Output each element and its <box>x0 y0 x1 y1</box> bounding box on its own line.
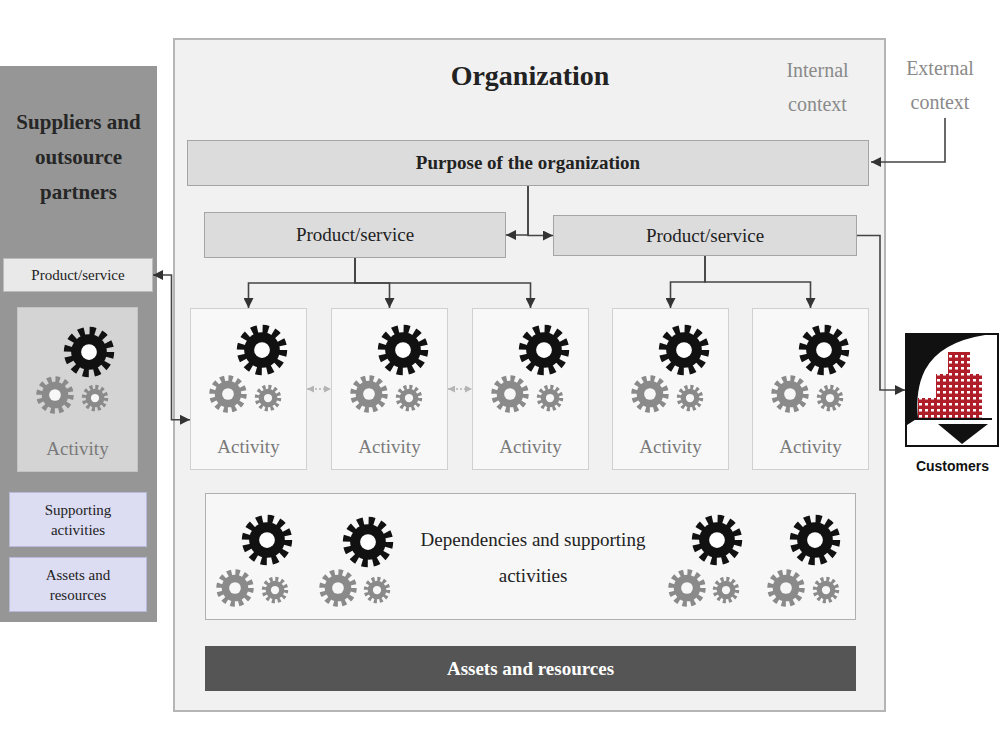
support-box: Supporting activities <box>9 492 147 547</box>
organization-box: Organization Internal contextPurpose of t… <box>173 38 886 712</box>
gear-icon <box>219 572 250 603</box>
product-box: Product/service <box>553 215 857 256</box>
dependency-box: Dependencies and supporting activities <box>205 493 856 620</box>
customer-node: Customers <box>905 333 1000 478</box>
activity-label: Activity <box>473 433 588 461</box>
purpose-label: Purpose of the organization <box>188 141 868 185</box>
gear-icon <box>815 579 837 601</box>
gear-icon <box>671 572 702 603</box>
asset-box: Assets and resources <box>9 557 147 612</box>
icon-frame <box>906 334 998 446</box>
panel-title: Suppliers and outsource partners <box>15 86 142 228</box>
gear-icon <box>84 387 106 409</box>
gear-icon <box>715 579 737 601</box>
partner-panel: Suppliers and outsource partnersProduct/… <box>0 66 157 622</box>
customer-icon <box>906 334 998 446</box>
customer-label: Customers <box>905 455 1000 479</box>
gear-icon <box>523 329 565 371</box>
gear-icon <box>241 329 283 371</box>
activity-box: Activity <box>17 307 138 472</box>
gear-icon <box>68 331 110 373</box>
activity-box: Activity <box>190 308 307 470</box>
asset-label: Assets and resources <box>205 646 856 691</box>
flow-arrow <box>153 275 190 420</box>
building-shape <box>918 398 938 418</box>
gear-icon <box>539 387 561 409</box>
activity-box: Activity <box>612 308 729 470</box>
flow-arrow <box>355 258 390 308</box>
product-box: Product/service <box>3 258 153 292</box>
gear-icon <box>634 378 665 409</box>
product-label: Product/service <box>554 216 856 255</box>
icon-swoosh <box>907 335 985 425</box>
gear-icon <box>774 378 805 409</box>
organization-title: Organization <box>380 55 680 95</box>
context-arrow <box>871 118 945 162</box>
gear-icon <box>819 387 841 409</box>
purpose-band: Purpose of the organization <box>187 140 869 186</box>
flow-arrow <box>249 258 356 308</box>
asset-label: Assets and resources <box>16 558 140 611</box>
dependency-label: Dependencies and supporting activities <box>418 522 648 594</box>
product-box: Product/service <box>204 212 506 258</box>
gear-icon <box>382 329 424 371</box>
gear-icon <box>39 379 70 410</box>
support-label: Supporting activities <box>16 493 140 546</box>
flow-arrow <box>506 186 528 235</box>
activity-box: Activity <box>752 308 869 470</box>
asset-band: Assets and resources <box>205 646 856 691</box>
icon-arrow <box>938 424 988 444</box>
context-label: External context <box>890 50 990 120</box>
activity-label: Activity <box>613 433 728 461</box>
activity-box: Activity <box>472 308 589 470</box>
flow-arrow <box>355 258 531 308</box>
flow-arrow <box>705 256 811 308</box>
activity-label: Activity <box>18 435 137 463</box>
flow-arrow <box>671 256 706 308</box>
gear-icon <box>696 519 738 561</box>
activity-label: Activity <box>332 433 447 461</box>
gear-icon <box>398 387 420 409</box>
gear-icon <box>347 521 389 563</box>
building-shape <box>936 374 982 418</box>
flow-arrow <box>857 236 905 391</box>
product-label: Product/service <box>205 213 505 257</box>
gear-icon <box>494 378 525 409</box>
dashed-connector <box>448 388 472 390</box>
gear-icon <box>353 378 384 409</box>
activity-box: Activity <box>331 308 448 470</box>
building-shape <box>948 352 970 376</box>
ground-line <box>912 418 992 420</box>
gear-icon <box>679 387 701 409</box>
context-label: Internal context <box>770 52 865 122</box>
dashed-connector <box>307 388 331 390</box>
gear-icon <box>663 329 705 371</box>
flow-arrow <box>528 186 553 236</box>
gear-icon <box>770 572 801 603</box>
gear-icon <box>803 329 845 371</box>
gear-icon <box>264 579 286 601</box>
product-label: Product/service <box>4 259 152 291</box>
activity-label: Activity <box>753 433 868 461</box>
gear-icon <box>366 579 388 601</box>
gear-icon <box>322 572 353 603</box>
gear-icon <box>257 387 279 409</box>
decoration <box>39 118 998 604</box>
gear-icon <box>212 378 243 409</box>
connector-group <box>153 186 905 420</box>
activity-label: Activity <box>191 433 306 461</box>
gear-icon <box>794 519 836 561</box>
gear-icon <box>246 519 288 561</box>
